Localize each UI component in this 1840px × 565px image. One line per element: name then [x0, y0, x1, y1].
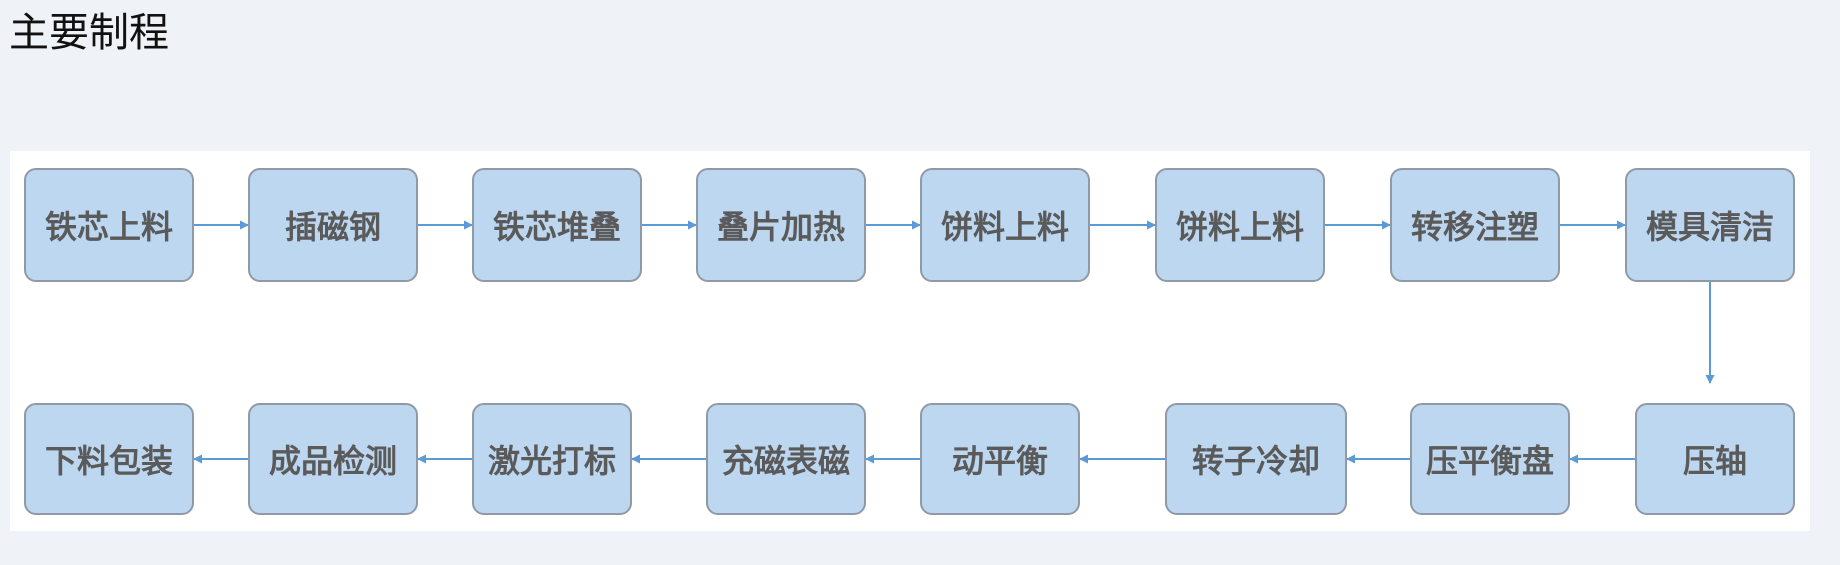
step-box: 充磁表磁 — [706, 403, 866, 515]
step-box: 铁芯上料 — [24, 168, 194, 282]
page-title: 主要制程 — [9, 10, 169, 56]
step-box: 成品检测 — [248, 403, 418, 515]
step-box: 模具清洁 — [1625, 168, 1795, 282]
process-flow-diagram: 铁芯上料 插磁钢 铁芯堆叠 叠片加热 饼料上料 饼料上料 转移注塑 模具清洁 压… — [10, 151, 1810, 531]
flow-arrows — [193, 220, 1715, 464]
step-box: 饼料上料 — [1155, 168, 1325, 282]
step-box: 激光打标 — [472, 403, 632, 515]
step-box: 转子冷却 — [1165, 403, 1347, 515]
step-box: 插磁钢 — [248, 168, 418, 282]
step-box: 叠片加热 — [696, 168, 866, 282]
step-box: 铁芯堆叠 — [472, 168, 642, 282]
step-box: 下料包装 — [24, 403, 194, 515]
step-box: 转移注塑 — [1390, 168, 1560, 282]
step-box: 压轴 — [1635, 403, 1795, 515]
step-box: 动平衡 — [920, 403, 1080, 515]
step-box: 压平衡盘 — [1410, 403, 1570, 515]
step-box: 饼料上料 — [920, 168, 1090, 282]
